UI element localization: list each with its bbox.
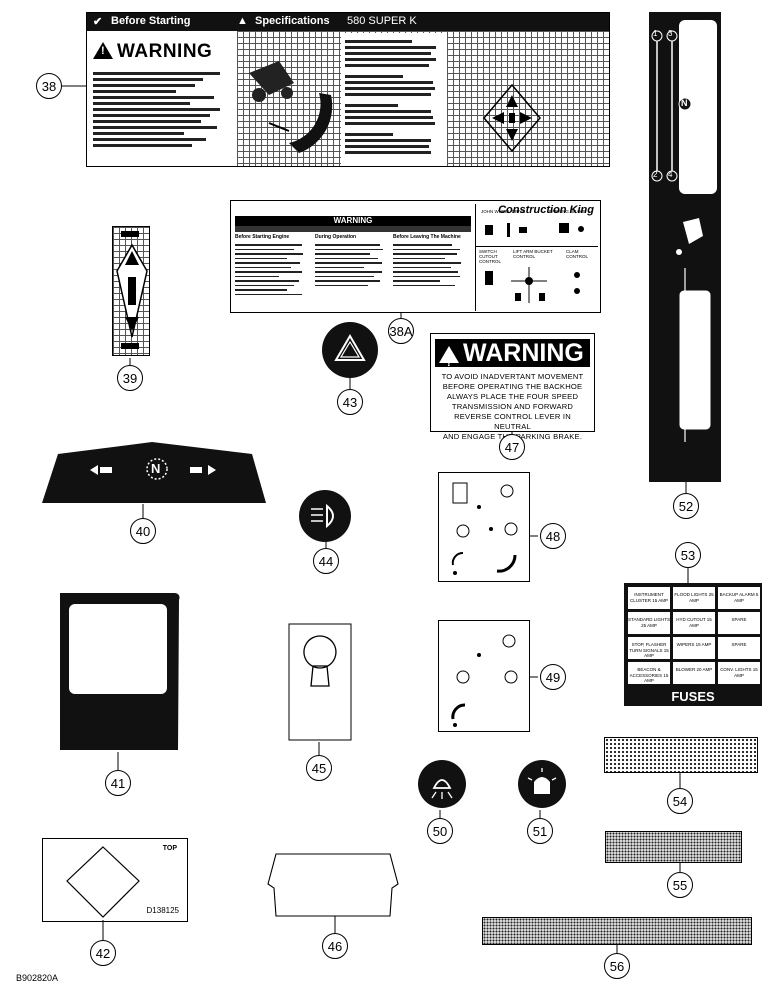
position-2-label: 2 xyxy=(653,170,658,179)
fuse-cell: WIPERS 15 AMP xyxy=(673,637,715,659)
callout-43[interactable]: 43 xyxy=(337,389,363,415)
callout-54[interactable]: 54 xyxy=(667,788,693,814)
decal-39-control-pattern xyxy=(112,226,150,356)
fuses-title: FUSES xyxy=(671,689,715,704)
callout-40[interactable]: 40 xyxy=(130,518,156,544)
warning-panel: WARNING xyxy=(87,31,237,166)
decal-38a-construction-king: Construction King WARNING Before Startin… xyxy=(230,200,601,313)
top-label: TOP xyxy=(162,845,177,852)
ctrl-lift-arm-bucket-label: LIFT ARM BUCKET CONTROL xyxy=(513,249,553,259)
callout-46[interactable]: 46 xyxy=(322,933,348,959)
decal-56-reflective-strip xyxy=(482,917,752,945)
decal-54-reflective-strip xyxy=(604,737,758,773)
callout-44[interactable]: 44 xyxy=(313,548,339,574)
callout-38[interactable]: 38 xyxy=(36,73,62,99)
decal-48-climate-control-panel xyxy=(438,472,530,582)
backhoe-icon: ▲ xyxy=(237,15,248,27)
fuse-cell: FLOOD LIGHTS 25 AMP xyxy=(673,587,715,609)
callout-42[interactable]: 42 xyxy=(90,940,116,966)
callout-38a[interactable]: 38A xyxy=(388,318,414,344)
warning-triangle-icon xyxy=(439,346,459,377)
model-label: 580 SUPER K xyxy=(347,15,417,27)
col-during-operation: During Operation xyxy=(315,234,357,240)
callout-51[interactable]: 51 xyxy=(527,818,553,844)
decal-45-switch-plate xyxy=(287,622,353,742)
position-3-label: 3 xyxy=(668,29,673,38)
callout-45[interactable]: 45 xyxy=(306,755,332,781)
check-icon: ✔ xyxy=(93,16,103,28)
decal-38a-warning-banner: WARNING xyxy=(235,216,471,226)
callout-50[interactable]: 50 xyxy=(427,818,453,844)
callout-55[interactable]: 55 xyxy=(667,872,693,898)
fuse-cell: SPARE xyxy=(718,637,760,659)
fuse-cell: CONV. LIGHTS 15 AMP xyxy=(718,662,760,684)
callout-56[interactable]: 56 xyxy=(604,953,630,979)
decal-47-warning-header: WARNING xyxy=(435,339,590,377)
warning-text-lines xyxy=(93,69,231,150)
callout-52[interactable]: 52 xyxy=(673,493,699,519)
specifications-label: Specifications xyxy=(255,15,330,27)
callout-53[interactable]: 53 xyxy=(675,542,701,568)
fuse-cell: BLOWER 20 AMP xyxy=(673,662,715,684)
decal-50-work-light xyxy=(418,760,466,808)
fuse-cell: HYD CUTOUT 15 AMP xyxy=(673,612,715,634)
warning-triangle-icon xyxy=(93,42,113,59)
fuse-cell: BEACON & ACCESSORIES 15 AMP xyxy=(628,662,670,684)
fuse-cell: STOP, FLASHER TURN SIGNALS 15 AMP xyxy=(628,637,670,659)
fuse-cell: SPARE xyxy=(718,612,760,634)
decal-51-beacon xyxy=(518,760,566,808)
callout-41[interactable]: 41 xyxy=(105,770,131,796)
ctrl-parking-brake-label: PARKING BRAKE xyxy=(549,209,586,214)
figure-code: B902820A xyxy=(16,973,59,983)
callout-47[interactable]: 47 xyxy=(499,434,525,460)
col-before-starting-engine: Before Starting Engine xyxy=(235,234,290,240)
decal-42-top-marker: TOP D138125 xyxy=(42,838,188,922)
neutral-label: N xyxy=(151,461,161,476)
construction-king-title: Construction King xyxy=(498,204,594,216)
col-before-leaving-machine: Before Leaving The Machine xyxy=(393,234,461,240)
decal-44-headlight xyxy=(299,490,351,542)
ctrl-wheel-drive-label: JOHN WHEEL DRIVE xyxy=(481,209,526,214)
decal-47-warning-backhoe: WARNING TO AVOID INADVERTANT MOVEMENT BE… xyxy=(430,333,595,441)
callout-49[interactable]: 49 xyxy=(540,664,566,690)
decal-46-blank-plate xyxy=(262,852,404,918)
decal-38-header: ✔ Before Starting ▲ Specifications 580 S… xyxy=(87,13,609,31)
decal-55-reflective-strip xyxy=(605,831,742,863)
decal-49-climate-control-panel xyxy=(438,620,530,732)
spec-table xyxy=(341,33,447,166)
position-4-label: 4 xyxy=(668,170,673,179)
ctrl-switch-cutout-label: SWITCH CUTOUT CONTROL xyxy=(479,249,502,264)
backhoe-icon xyxy=(249,61,333,153)
ctrl-clam-label: CLAM CONTROL xyxy=(566,249,589,259)
neutral-label: N xyxy=(681,98,688,108)
decal-40-shift-pattern: N xyxy=(40,440,268,505)
part-number-label: D138125 xyxy=(146,906,179,915)
machine-illustration xyxy=(239,33,339,163)
before-starting-label: Before Starting xyxy=(111,15,191,27)
decal-47-warning-text: TO AVOID INADVERTANT MOVEMENT BEFORE OPE… xyxy=(441,372,584,441)
control-pattern-diagram xyxy=(482,83,542,153)
fuse-cell: INSTRUMENT CLUSTER 15 AMP xyxy=(628,587,670,609)
decal-41-window-frame xyxy=(57,590,181,752)
position-1-label: 1 xyxy=(653,29,658,38)
callout-48[interactable]: 48 xyxy=(540,523,566,549)
callout-39[interactable]: 39 xyxy=(117,365,143,391)
decal-52-console-strip: 1 3 2 4 N xyxy=(649,12,721,482)
warning-heading: WARNING xyxy=(93,41,212,63)
decal-43-hazard xyxy=(322,322,378,378)
decal-38-before-starting-specifications: ✔ Before Starting ▲ Specifications 580 S… xyxy=(86,12,610,167)
fuse-cell: BACKUP ALARM 5 AMP xyxy=(718,587,760,609)
fuse-cell: STANDARD LIGHTS 25 AMP xyxy=(628,612,670,634)
